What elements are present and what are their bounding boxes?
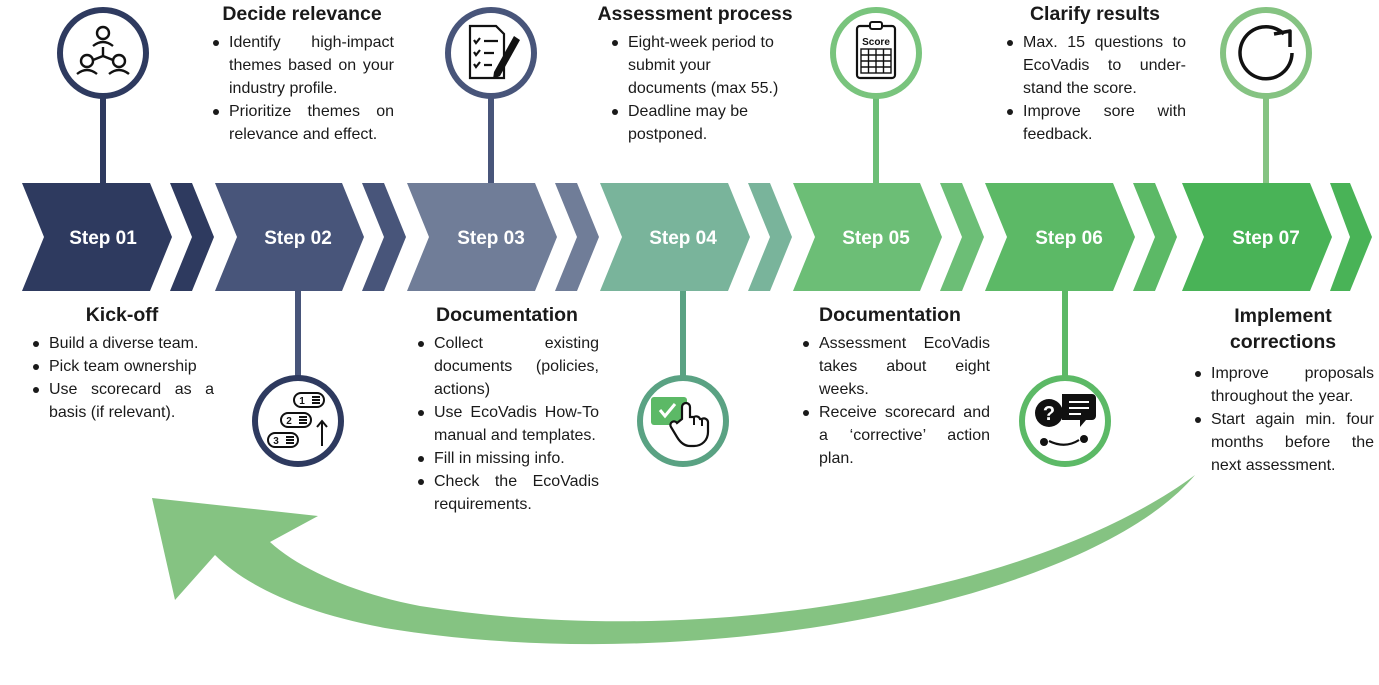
list-item: Use EcoVadis How-To manual and templates… xyxy=(415,401,599,447)
step-03-description: Documentation Collect existing documents… xyxy=(415,302,599,516)
step-04-description: Assessment process Eight-week period to … xyxy=(595,1,795,146)
step-04-label: Step 04 xyxy=(649,228,717,249)
list-item: Use scorecard as a basis (if relevant). xyxy=(30,378,214,424)
step-02-list: Identify high-impact themes based on you… xyxy=(210,31,394,146)
svg-text:2: 2 xyxy=(286,416,292,427)
list-item: Identify high-impact themes based on you… xyxy=(210,31,394,100)
step-02-description: Decide relevance Identify high-impact th… xyxy=(210,1,394,146)
step-06-label: Step 06 xyxy=(1035,228,1103,249)
step-04-chevron: Step 04 xyxy=(600,183,792,291)
list-item: Collect existing documents (policies, ac… xyxy=(415,332,599,401)
list-item: Assessment EcoVadis takes about eight we… xyxy=(800,332,990,401)
step-01-description: Kick-off Build a diverse team. Pick team… xyxy=(30,302,214,424)
step-07-label: Step 07 xyxy=(1232,228,1300,249)
list-item: Check the EcoVadis requirements. xyxy=(415,470,599,516)
scorecard-icon: Score xyxy=(830,7,922,99)
step-01-list: Build a diverse team. Pick team ownershi… xyxy=(30,332,214,424)
svg-text:1: 1 xyxy=(299,396,305,407)
step-03-label: Step 03 xyxy=(457,228,525,249)
svg-text:?: ? xyxy=(1043,403,1055,425)
step-05-list: Assessment EcoVadis takes about eight we… xyxy=(800,332,990,470)
score-icon-text: Score xyxy=(862,37,890,48)
step-06-chevron: Step 06 xyxy=(985,183,1177,291)
step-04-list: Eight-week period to submit your documen… xyxy=(595,31,781,146)
list-item: Improve proposals throughout the year. xyxy=(1192,362,1374,408)
list-item: Pick team ownership xyxy=(30,355,214,378)
checklist-pen-icon xyxy=(445,7,537,99)
step-02-label: Step 02 xyxy=(264,228,332,249)
step-07-list: Improve proposals throughout the year. S… xyxy=(1192,362,1374,477)
step-05-chevron: Step 05 xyxy=(793,183,984,291)
list-item: Start again min. four months before the … xyxy=(1192,408,1374,477)
step-03-list: Collect existing documents (policies, ac… xyxy=(415,332,599,516)
list-item: Receive scorecard and a ‘corrective’ act… xyxy=(800,401,990,470)
step-05-description: Documentation Assessment EcoVadis takes … xyxy=(800,302,990,470)
step-05-label: Step 05 xyxy=(842,228,910,249)
svg-text:3: 3 xyxy=(273,436,279,447)
step-06-description: Clarify results Max. 15 questions to Eco… xyxy=(1004,1,1186,146)
step-06-title: Clarify results xyxy=(1029,3,1161,25)
step-03-chevron: Step 03 xyxy=(407,183,599,291)
step-07-chevron: Step 07 xyxy=(1182,183,1372,291)
list-item: Max. 15 questions to EcoVadis to under-s… xyxy=(1004,31,1186,100)
team-icon xyxy=(57,7,149,99)
step-06-list: Max. 15 questions to EcoVadis to under-s… xyxy=(1004,31,1186,146)
list-item: Deadline may be postponed. xyxy=(609,100,781,146)
click-hand-icon xyxy=(637,375,729,467)
step-01-title: Kick-off xyxy=(85,304,159,326)
step-07-description: Implement corrections Improve proposals … xyxy=(1192,303,1374,477)
step-02-title: Decide relevance xyxy=(222,3,382,25)
list-item: Eight-week period to submit your documen… xyxy=(609,31,781,100)
step-03-title: Documentation xyxy=(436,304,578,326)
step-01-chevron: Step 01 xyxy=(22,183,214,291)
list-item: Build a diverse team. xyxy=(30,332,214,355)
step-05-title: Documentation xyxy=(819,304,961,326)
return-arrow xyxy=(152,475,1195,645)
step-04-title: Assessment process xyxy=(597,3,793,25)
step-07-title: Implement corrections xyxy=(1229,305,1337,354)
ordered-list-icon: 1 2 3 xyxy=(252,375,344,467)
list-item: Fill in missing info. xyxy=(415,447,599,470)
list-item: Prioritize themes on relevance and effec… xyxy=(210,100,394,146)
step-02-chevron: Step 02 xyxy=(215,183,406,291)
question-chat-icon: ? xyxy=(1019,375,1111,467)
list-item: Improve sore with feedback. xyxy=(1004,100,1186,146)
step-01-label: Step 01 xyxy=(69,228,137,249)
refresh-icon xyxy=(1220,7,1312,99)
